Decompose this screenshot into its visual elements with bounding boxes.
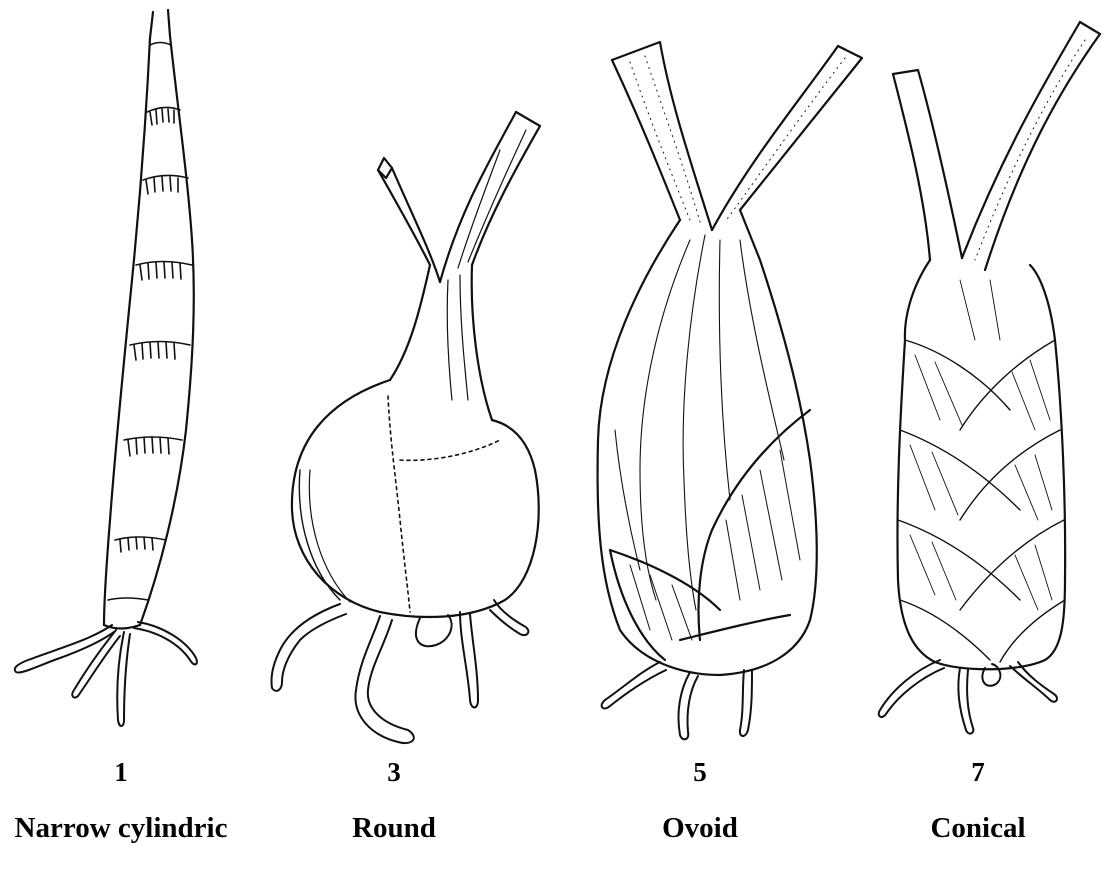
item-number: 3 <box>264 757 524 788</box>
narrow-cylindric-bulb-drawing <box>15 10 197 726</box>
ovoid-bulb-drawing <box>598 42 862 739</box>
item-label: Narrow cylindric <box>0 812 251 845</box>
round-roots <box>271 600 528 743</box>
cylindric-roots <box>15 622 197 726</box>
item-label: Conical <box>848 812 1107 845</box>
conical-roots <box>879 660 1057 734</box>
item-number: 1 <box>0 757 251 788</box>
round-bulb-drawing <box>271 112 540 743</box>
item-label: Round <box>264 812 524 845</box>
item-number: 7 <box>848 757 1107 788</box>
item-label: Ovoid <box>570 812 830 845</box>
item-number: 5 <box>570 757 830 788</box>
conical-bulb-drawing <box>879 22 1100 734</box>
